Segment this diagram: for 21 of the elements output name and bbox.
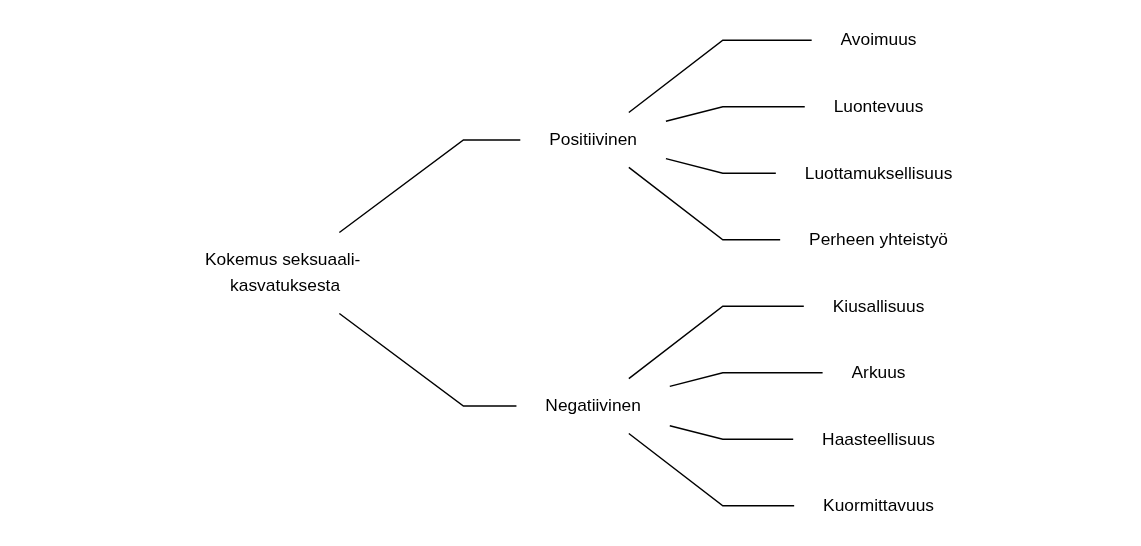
- connector: [338, 139, 522, 234]
- node-text: Perheen yhteistyö: [809, 229, 948, 249]
- connector: [628, 166, 781, 241]
- node-text: Luontevuus: [833, 96, 924, 116]
- node-text: Luottamuksellisuus: [804, 163, 953, 183]
- connector: [665, 106, 806, 122]
- node-text: Kiusallisuus: [832, 296, 925, 316]
- connector: [628, 39, 813, 114]
- connector: [665, 157, 777, 174]
- connector: [338, 312, 518, 407]
- connector: [628, 305, 805, 380]
- node-text: Positiivinen: [549, 129, 637, 150]
- connector: [669, 372, 824, 388]
- node-text: Avoimuus: [840, 30, 917, 50]
- node-text: Arkuus: [851, 362, 906, 382]
- node-text: Kuormittavuus: [823, 495, 934, 515]
- node-text: Kokemus seksuaali- kasvatuksesta: [205, 249, 361, 296]
- node-text: Haasteellisuus: [822, 429, 935, 449]
- connector: [628, 432, 795, 507]
- connector: [669, 424, 794, 440]
- node-text: Negatiivinen: [545, 395, 641, 416]
